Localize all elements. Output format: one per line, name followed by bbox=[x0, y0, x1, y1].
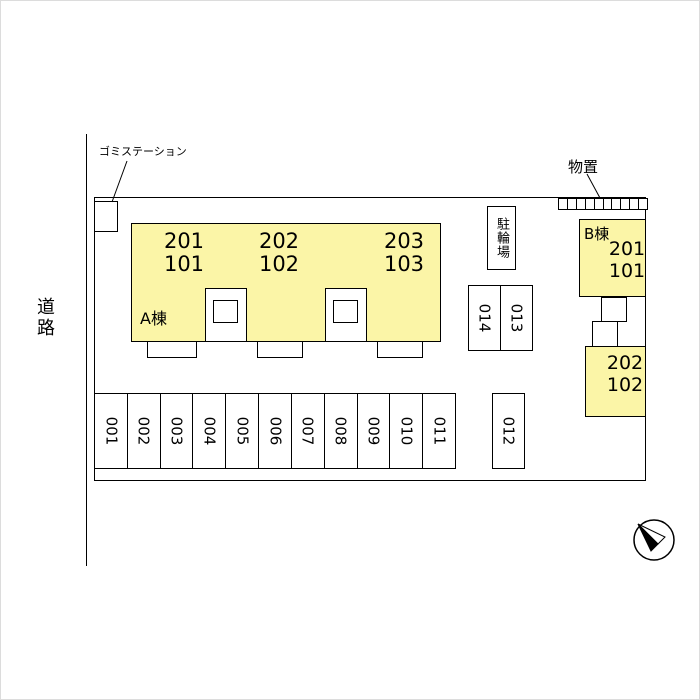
parking-stall-number: 004 bbox=[200, 416, 219, 446]
plot-boundary bbox=[94, 197, 646, 481]
storage-unit bbox=[593, 199, 603, 209]
building-a-unit-1: 201 101 bbox=[151, 230, 217, 276]
storage-units bbox=[558, 198, 648, 210]
parking-stall-number: 006 bbox=[265, 416, 284, 446]
parking-stall-number: 014 bbox=[475, 303, 494, 333]
parking-stall: 013 bbox=[500, 286, 532, 350]
building-a-unit-3: 203 103 bbox=[371, 230, 437, 276]
parking-stall: 001 bbox=[95, 394, 127, 468]
parking-stall: 004 bbox=[192, 394, 225, 468]
building-a-stair-step bbox=[333, 300, 358, 323]
building-a-label: A棟 bbox=[140, 309, 167, 328]
unit-number-lower: 102 bbox=[258, 252, 300, 276]
storage-label: 物置 bbox=[568, 158, 599, 176]
parking-stall-number: 010 bbox=[397, 416, 416, 446]
road-line bbox=[86, 134, 87, 566]
unit-number-upper: 202 bbox=[606, 352, 644, 374]
parking-stall: 005 bbox=[225, 394, 258, 468]
unit-number-upper: 201 bbox=[608, 238, 646, 260]
parking-stall: 006 bbox=[258, 394, 291, 468]
storage-unit bbox=[638, 199, 647, 209]
parking-stall: 002 bbox=[126, 394, 160, 468]
unit-number-upper: 201 bbox=[163, 229, 205, 253]
parking-stall-number: 002 bbox=[134, 416, 153, 446]
parking-stall-number: 001 bbox=[101, 416, 120, 446]
storage-unit bbox=[559, 199, 567, 209]
compass-arrow-black-half bbox=[637, 523, 659, 552]
unit-number-upper: 203 bbox=[383, 229, 425, 253]
parking-row: 001 002 003 004 005 006 007 008 009 010 … bbox=[94, 393, 456, 469]
building-b-stair-step bbox=[601, 297, 627, 322]
unit-number-lower: 102 bbox=[606, 374, 644, 396]
storage-unit bbox=[602, 199, 612, 209]
parking-stall: 009 bbox=[356, 394, 390, 468]
storage-unit bbox=[584, 199, 594, 209]
unit-number-lower: 101 bbox=[163, 252, 205, 276]
parking-stall: 008 bbox=[323, 394, 357, 468]
parking-stall: 003 bbox=[159, 394, 193, 468]
storage-unit bbox=[611, 199, 620, 209]
storage-unit bbox=[566, 199, 576, 209]
parking-stall: 014 bbox=[469, 286, 500, 350]
north-arrow-icon bbox=[633, 519, 675, 561]
unit-number-lower: 101 bbox=[608, 260, 646, 282]
building-a-entrance-porch bbox=[377, 341, 423, 358]
parking-stall: 011 bbox=[422, 394, 455, 468]
building-a-stair-step bbox=[213, 300, 238, 323]
parking-stall: 010 bbox=[389, 394, 422, 468]
parking-stall: 007 bbox=[290, 394, 324, 468]
bicycle-parking-label: 駐輪場 bbox=[494, 217, 509, 259]
storage-leader-line bbox=[586, 173, 601, 199]
storage-unit bbox=[575, 199, 585, 209]
parking-stall-number: 005 bbox=[233, 416, 252, 446]
building-b-stair-step bbox=[592, 321, 618, 347]
road-label: 道路 bbox=[34, 297, 55, 339]
building-a-entrance-porch bbox=[147, 341, 197, 358]
parking-stall-number: 003 bbox=[167, 416, 186, 446]
parking-stall-number: 009 bbox=[364, 416, 383, 446]
unit-number-lower: 103 bbox=[383, 252, 425, 276]
garbage-station-label: ゴミステーション bbox=[99, 145, 187, 158]
parking-stall-number: 008 bbox=[331, 416, 350, 446]
building-b-unit-1: 201 101 bbox=[608, 238, 646, 282]
storage-unit bbox=[629, 199, 638, 209]
parking-stall-number: 007 bbox=[298, 416, 317, 446]
building-b-upper-block bbox=[579, 219, 646, 297]
bicycle-parking-box: 駐輪場 bbox=[487, 206, 516, 270]
parking-stall-number: 012 bbox=[499, 416, 518, 446]
parking-stall-number: 013 bbox=[507, 303, 526, 333]
garbage-leader-line bbox=[111, 160, 128, 203]
building-a-unit-2: 202 102 bbox=[246, 230, 312, 276]
building-b-label: B棟 bbox=[584, 225, 610, 243]
building-b-unit-2: 202 102 bbox=[606, 352, 644, 396]
building-b-lower-block bbox=[585, 346, 646, 417]
building-a-entrance-porch bbox=[257, 341, 303, 358]
garbage-station-box bbox=[94, 201, 118, 232]
upper-parking-box: 014 013 bbox=[468, 285, 533, 351]
storage-unit bbox=[620, 199, 629, 209]
parking-stall: 012 bbox=[492, 393, 525, 469]
parking-stall-number: 011 bbox=[430, 416, 449, 446]
unit-number-upper: 202 bbox=[258, 229, 300, 253]
